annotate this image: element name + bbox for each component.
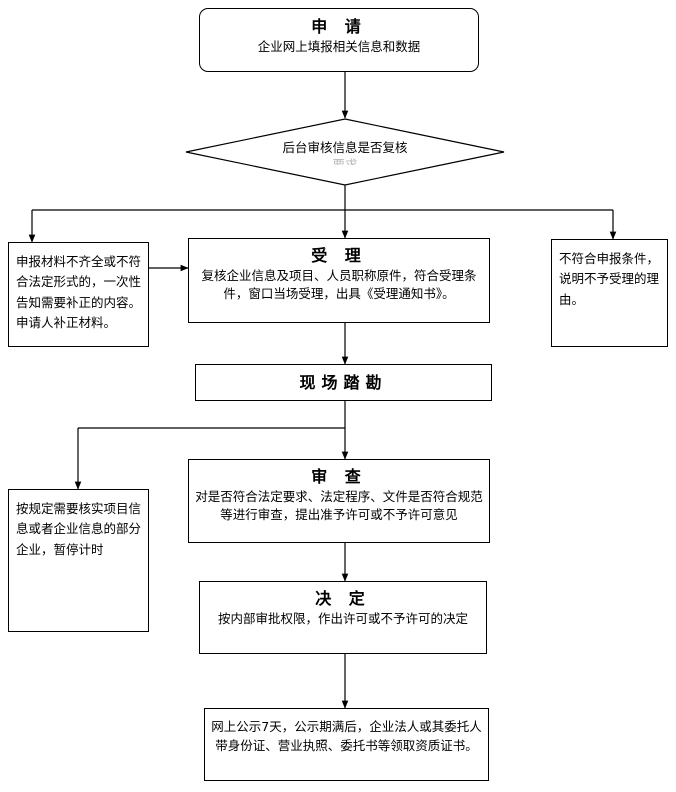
- node-supplement-line-3: 申请人补正材料。: [16, 314, 117, 330]
- node-accept-line-0: 复核企业信息及项目、人员职称原件，符合受理条: [201, 267, 477, 283]
- node-apply-title: 申 请: [311, 17, 367, 36]
- node-survey[interactable]: 现场踏勘: [195, 364, 492, 401]
- node-publish[interactable]: 网上公示7天，公示期满后，企业法人或其委托人 带身份证、营业执照、委托书等领取资…: [204, 708, 489, 781]
- node-reject[interactable]: 不符合申报条件， 说明不予受理的理 由。: [551, 239, 668, 347]
- node-review-line-0: 对是否符合法定要求、法定程序、文件是否符合规范: [195, 488, 483, 504]
- node-reject-line-1: 说明不予受理的理: [559, 271, 660, 287]
- node-publish-line-0: 网上公示7天，公示期满后，企业法人或其委托人: [211, 719, 482, 734]
- node-pause-line-1: 息或者企业信息的部分: [16, 521, 142, 537]
- node-review[interactable]: 审 查 对是否符合法定要求、法定程序、文件是否符合规范 等进行审查，提出准予许可…: [188, 459, 490, 543]
- node-pause-line-0: 按规定需要核实项目信: [16, 501, 142, 516]
- node-apply[interactable]: 申 请 企业网上填报相关信息和数据: [199, 8, 479, 72]
- node-apply-body: 企业网上填报相关信息和数据: [257, 38, 421, 54]
- node-accept[interactable]: 受 理 复核企业信息及项目、人员职称原件，符合受理条 件，窗口当场受理，出具《受…: [188, 238, 490, 323]
- node-reject-line-0: 不符合申报条件，: [559, 251, 660, 266]
- node-supplement-line-1: 合法定形式的，一次性: [16, 274, 142, 290]
- node-supplement-line-2: 告知需要补正的内容。: [16, 294, 142, 310]
- decision-diamond-shape: [185, 118, 505, 186]
- node-decide[interactable]: 决 定 按内部审批权限，作出许可或不予许可的决定: [199, 581, 487, 654]
- node-pause[interactable]: 按规定需要核实项目信 息或者企业信息的部分 企业，暂停计时: [8, 489, 149, 632]
- node-decide-title: 决 定: [315, 589, 371, 608]
- node-accept-title: 受 理: [311, 246, 367, 265]
- node-review-line-1: 等进行审查，提出准予许可或不予许可意见: [220, 507, 458, 523]
- node-publish-line-1: 带身份证、营业执照、委托书等领取资质证书。: [215, 737, 478, 753]
- node-survey-title: 现场踏勘: [299, 372, 388, 392]
- node-supplement-line-0: 申报材料不齐全或不符: [16, 254, 142, 269]
- node-reject-line-2: 由。: [559, 291, 585, 307]
- node-accept-line-1: 件，窗口当场受理，出具《受理通知书》。: [223, 286, 455, 302]
- node-decide-line-0: 按内部审批权限，作出许可或不予许可的决定: [217, 610, 468, 626]
- node-review-title: 审 查: [311, 467, 367, 486]
- node-pause-line-2: 企业，暂停计时: [16, 541, 104, 557]
- node-supplement[interactable]: 申报材料不齐全或不符 合法定形式的，一次性 告知需要补正的内容。 申请人补正材料…: [8, 242, 149, 347]
- node-decision[interactable]: 后台审核信息是否复核 要求: [185, 118, 505, 186]
